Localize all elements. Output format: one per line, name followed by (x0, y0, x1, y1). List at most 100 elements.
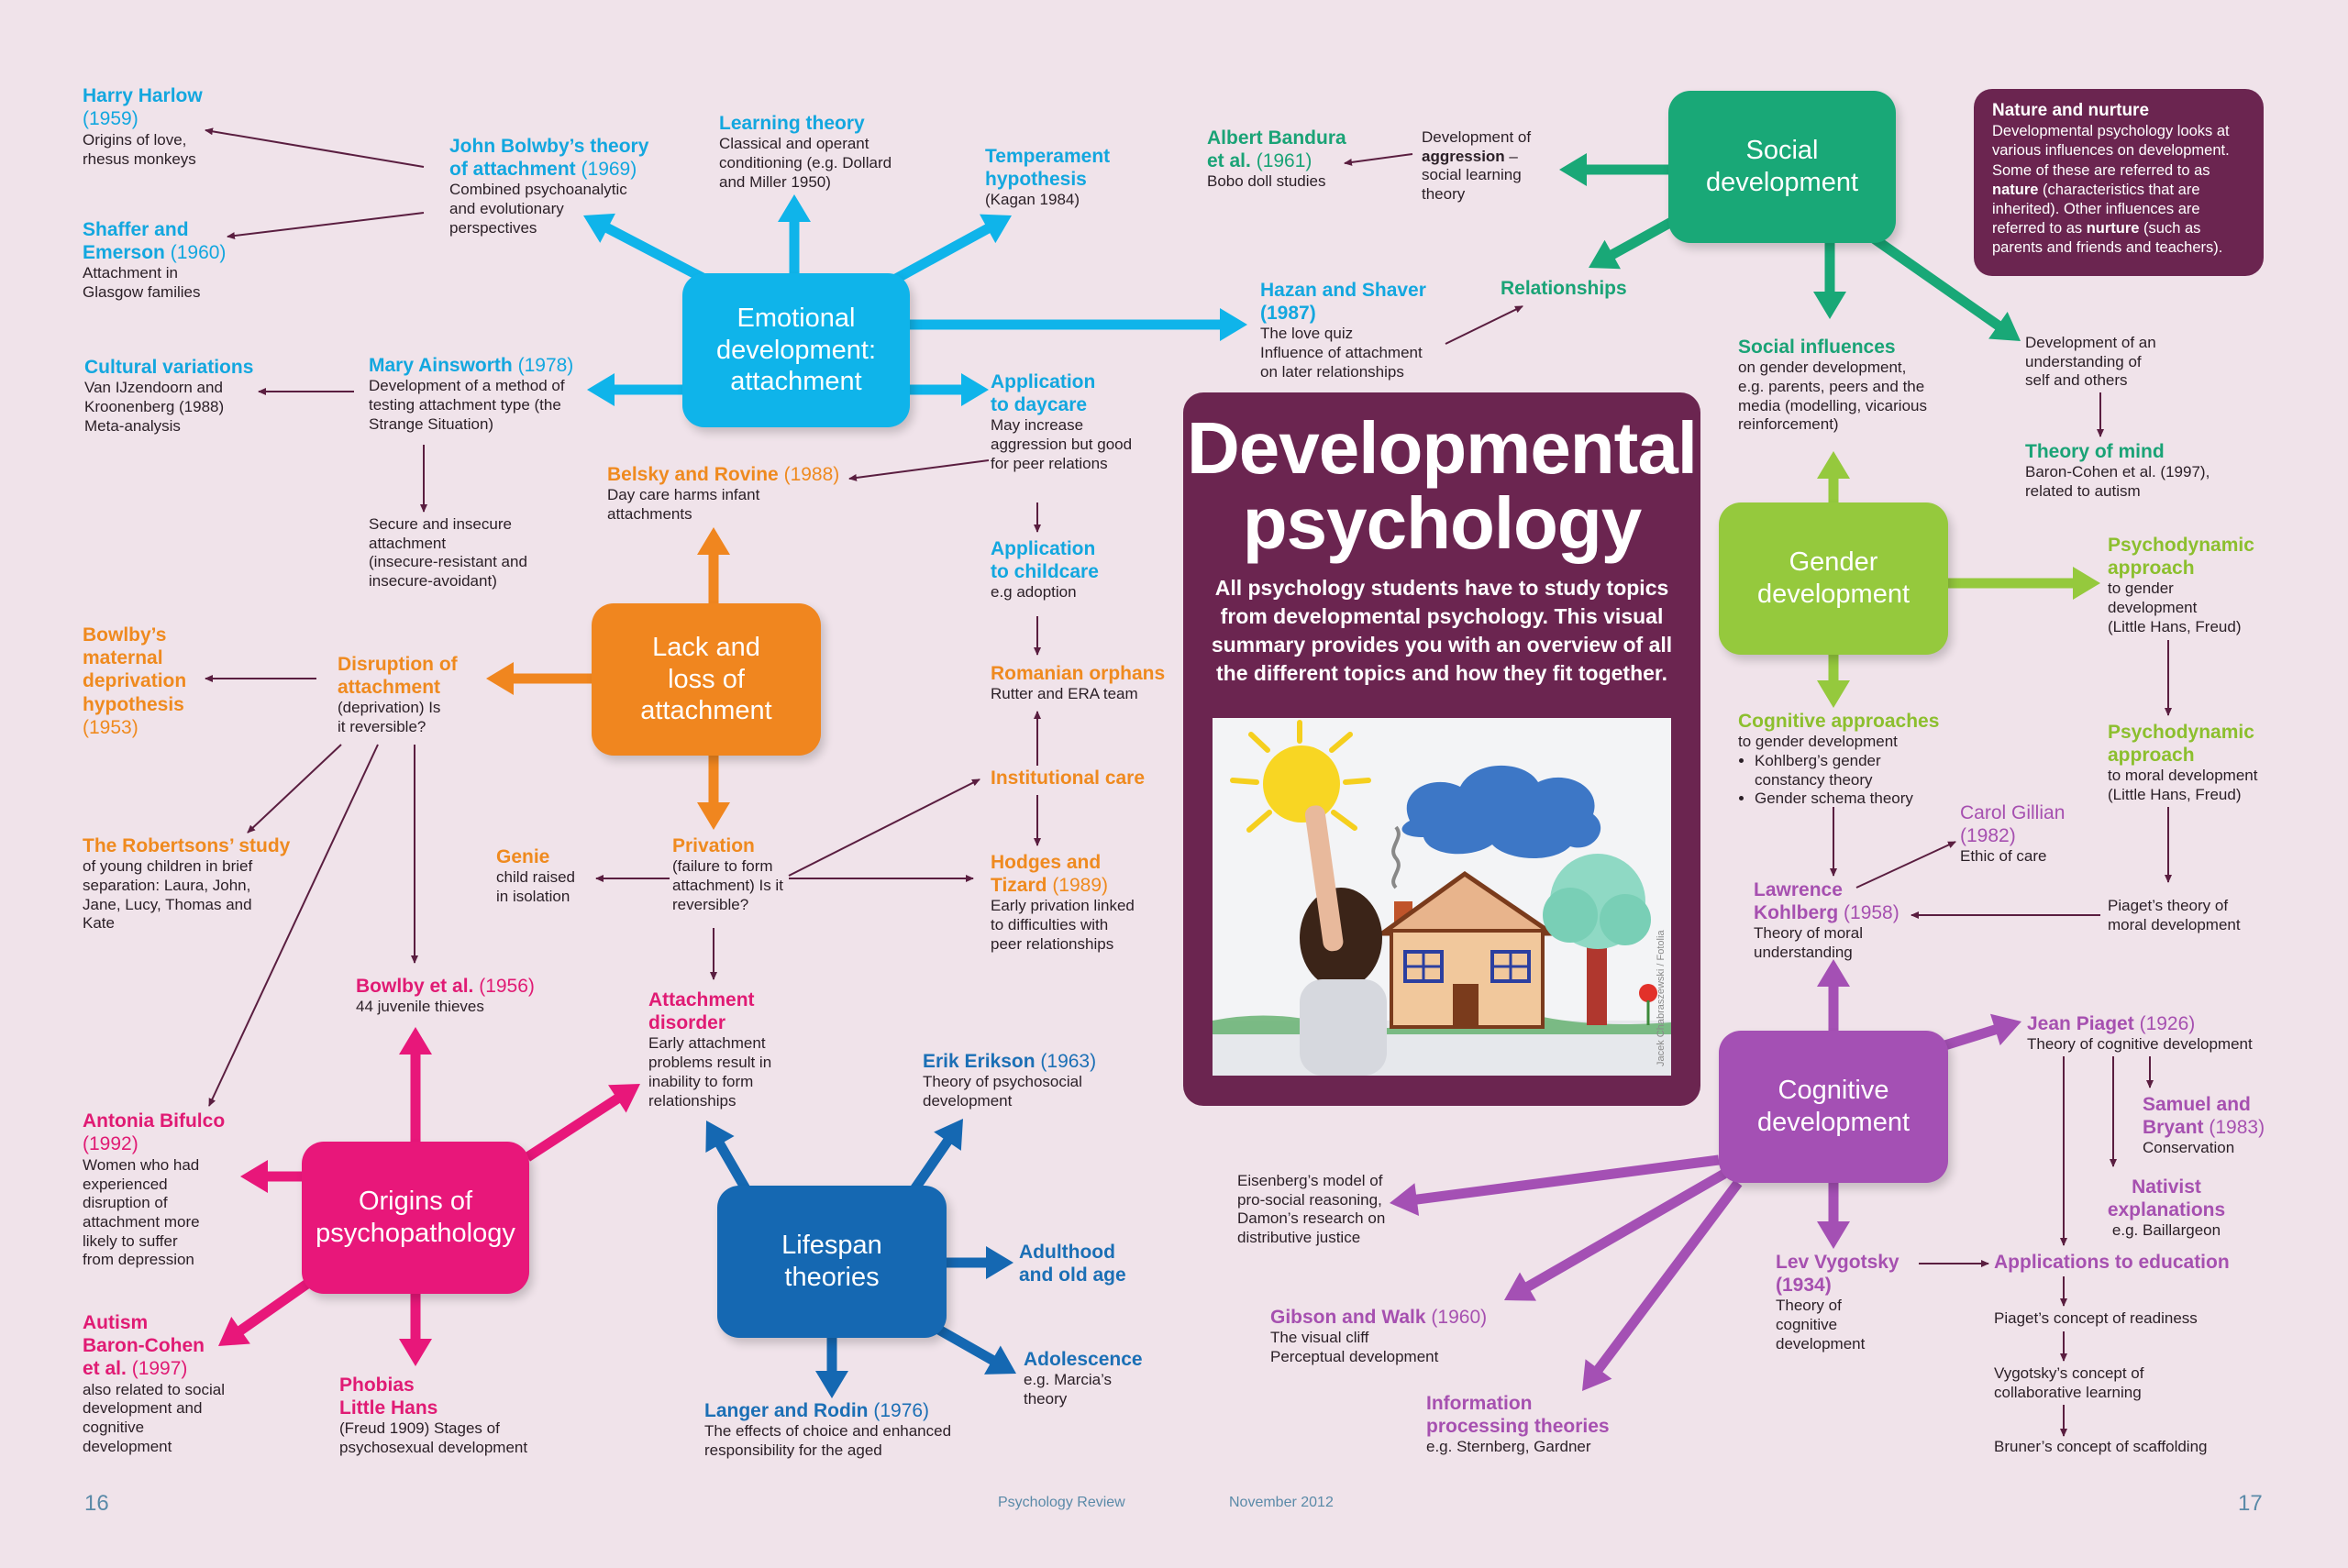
node-description: e.g. Sternberg, Gardner (1426, 1438, 1591, 1456)
node-year: (1983) (2209, 1117, 2265, 1139)
node-year: (1992) (83, 1133, 138, 1155)
node-heading: Samuel and Bryant (2143, 1094, 2251, 1139)
node-heading: Relationships (1501, 278, 1627, 299)
cognitive-arrow (1504, 1169, 1727, 1301)
autism-node: Autism Baron-Cohen et al. (1997) also re… (83, 1311, 257, 1457)
nature-text-part: Developmental psychology looks at variou… (1992, 123, 2230, 179)
node-description: child raised in isolation (496, 868, 575, 905)
origins-arrow (218, 1279, 311, 1346)
node-year: (1956) (479, 976, 535, 997)
emotional-arrow (910, 308, 1247, 341)
langer-rodin-node: Langer and Rodin (1976) The effects of c… (704, 1399, 1007, 1461)
node-heading: Adulthood and old age (1019, 1242, 1126, 1286)
node-heading: Genie (496, 846, 550, 867)
left-page-number: 16 (84, 1491, 109, 1516)
node-heading: Adolescence (1024, 1349, 1143, 1370)
node-year: (1997) (131, 1358, 188, 1380)
cognitive-approaches-list: Kohlberg’s gender constancy theory Gende… (1738, 752, 1940, 809)
nurture-term: nurture (2086, 219, 2140, 237)
cognitive-arrow (1817, 1183, 1850, 1249)
lack-loss-attachment-box[interactable]: Lack and loss of attachment (592, 603, 821, 756)
lifespan-arrow (908, 1119, 963, 1196)
node-year: (1926) (2139, 1013, 2196, 1034)
node-description: The visual cliff Perceptual development (1270, 1329, 1439, 1365)
right-page-number: 17 (2238, 1491, 2263, 1516)
node-description: on gender development, e.g. parents, pee… (1738, 359, 1927, 434)
relationships-node: Relationships (1501, 277, 1684, 300)
node-description: Piaget’s concept of readiness (1994, 1309, 2198, 1327)
maternal-deprivation-node: Bowlby’s maternal deprivation hypothesis… (83, 624, 220, 739)
gender-arrow (1948, 567, 2100, 600)
attachment-disorder-node: Attachment disorder Early attachment pro… (648, 988, 804, 1110)
cognitive-arrow (1817, 959, 1850, 1031)
genie-node: Genie child raised in isolation (496, 845, 597, 907)
node-description: Development of a method of testing attac… (369, 377, 565, 433)
central-title-panel: Developmental psychology All psychology … (1183, 392, 1700, 1106)
lifespan-arrow (705, 1121, 752, 1195)
node-description: Piaget’s theory of moral development (2108, 897, 2241, 933)
node-description: Ethic of care (1960, 847, 2047, 866)
nature-text-part: (such as parents and friends and teacher… (1992, 219, 2223, 256)
node-description: of young children in brief separation: L… (83, 857, 253, 933)
lifespan-theories-box[interactable]: Lifespan theories (717, 1186, 947, 1338)
node-year: (1976) (873, 1400, 930, 1421)
connector-arrow (788, 778, 980, 877)
cognitive-development-box[interactable]: Cognitive development (1719, 1031, 1948, 1183)
lack-arrow (697, 527, 730, 603)
node-description: (failure to form attachment) Is it rever… (672, 857, 783, 913)
erikson-node: Erik Erikson (1963) Theory of psychosoci… (923, 1050, 1143, 1111)
collaborative-learning-node: Vygotsky’s concept of collaborative lear… (1994, 1364, 2196, 1402)
node-description: Women who had experienced disruption of … (83, 1155, 200, 1269)
node-heading: Nativist explanations (2107, 1176, 2226, 1221)
origins-arrow (399, 1294, 432, 1366)
node-description: Eisenberg’s model of pro-social reasonin… (1237, 1172, 1386, 1247)
origins-arrow (399, 1027, 432, 1142)
aggression-node: Development of aggression – social learn… (1422, 128, 1559, 204)
node-heading: Bowlby’s maternal deprivation hypothesis (83, 624, 187, 715)
node-heading: John Bolwby’s theory of attachment (449, 136, 649, 181)
node-heading: The Robertsons’ study (83, 835, 291, 856)
node-heading: Applications to education (1994, 1252, 2230, 1273)
nativist-node: Nativist explanations e.g. Baillargeon (2093, 1176, 2240, 1241)
node-year: (1959) (83, 108, 138, 130)
node-heading: Romanian orphans (991, 663, 1166, 684)
node-description: Van IJzendoorn and Kroonenberg (1988) Me… (84, 379, 225, 435)
origins-psychopathology-box[interactable]: Origins of psychopathology (302, 1142, 529, 1294)
phobias-node: Phobias Little Hans (Freud 1909) Stages … (339, 1374, 559, 1458)
social-development-box[interactable]: Social development (1668, 91, 1896, 243)
cognitive-approaches-node: Cognitive approaches to gender developme… (1738, 710, 1940, 809)
connector-arrow (208, 744, 379, 1107)
aggression-text: Development of (1422, 128, 1532, 146)
node-description: to gender development (Little Hans, Freu… (2108, 580, 2242, 635)
node-description: Theory of cognitive development (1776, 1297, 1866, 1353)
node-heading: Theory of mind (2025, 441, 2165, 462)
secure-insecure-node: Secure and insecure attachment (insecure… (369, 515, 552, 591)
node-heading: Jean Piaget (2027, 1013, 2134, 1034)
node-heading: Phobias Little Hans (339, 1375, 438, 1419)
node-heading: Attachment disorder (648, 989, 755, 1034)
harlow-node: Harry Harlow (1959) Origins of love, rhe… (83, 84, 266, 169)
node-description: Attachment in Glasgow families (83, 264, 201, 302)
node-year: (1960) (170, 242, 227, 264)
lack-arrow (697, 756, 730, 830)
nature-nurture-title: Nature and nurture (1992, 101, 2150, 120)
node-description: also related to social development and c… (83, 1380, 225, 1455)
connector-arrow (247, 744, 342, 834)
node-year: (1989) (1052, 875, 1109, 897)
childcare-node: Application to childcare e.g adoption (991, 537, 1156, 602)
node-heading: Gibson and Walk (1270, 1307, 1426, 1328)
disruption-node: Disruption of attachment (deprivation) I… (338, 653, 493, 737)
ainsworth-node: Mary Ainsworth (1978) Development of a m… (369, 354, 589, 434)
node-heading: Privation (672, 835, 755, 856)
node-heading: Temperament hypothesis (985, 146, 1111, 191)
daycare-node: Application to daycare May increase aggr… (991, 370, 1165, 474)
emotional-development-box[interactable]: Emotional development: attachment (682, 273, 910, 427)
psychodynamic-gender-node: Psychodynamic approach to gender develop… (2108, 534, 2291, 637)
node-heading: Social influences (1738, 337, 1896, 358)
gender-development-box[interactable]: Gender development (1719, 502, 1948, 655)
node-description: Rutter and ERA team (991, 685, 1138, 703)
institutional-care-node: Institutional care (991, 767, 1192, 790)
node-heading: Disruption of attachment (338, 654, 458, 699)
node-description: Early attachment problems result in inab… (648, 1034, 772, 1110)
robertsons-node: The Robertsons’ study of young children … (83, 834, 303, 933)
